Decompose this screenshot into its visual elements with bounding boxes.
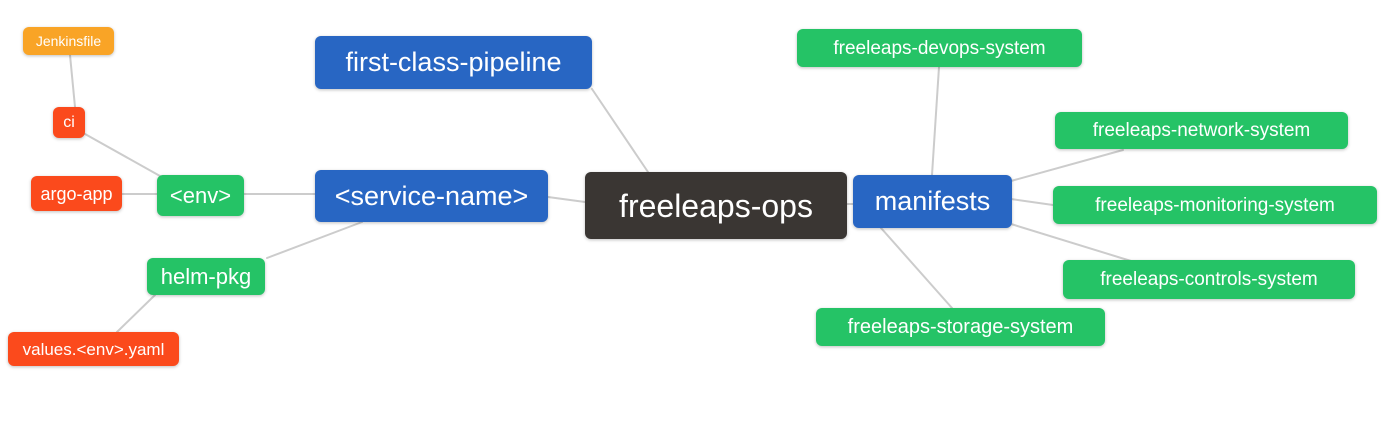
edge-manifests-freeleaps-devops-system: [931, 66, 940, 176]
node-ci[interactable]: ci: [53, 107, 85, 138]
node-freeleaps-monitoring-system[interactable]: freeleaps-monitoring-system: [1053, 186, 1377, 224]
edge-manifests-freeleaps-network-system: [1010, 149, 1124, 182]
node-freeleaps-devops-system[interactable]: freeleaps-devops-system: [797, 29, 1082, 67]
edge-service-name-helm-pkg: [266, 221, 363, 259]
edge-helm-pkg-values-env-yaml: [116, 294, 156, 333]
node-env[interactable]: <env>: [157, 175, 244, 216]
node-freeleaps-network-system[interactable]: freeleaps-network-system: [1055, 112, 1348, 149]
node-freeleaps-controls-system[interactable]: freeleaps-controls-system: [1063, 260, 1355, 299]
node-first-class-pipeline[interactable]: first-class-pipeline: [315, 36, 592, 89]
node-service-name[interactable]: <service-name>: [315, 170, 548, 222]
edge-service-name-freeleaps-ops: [547, 196, 586, 203]
node-freeleaps-ops[interactable]: freeleaps-ops: [585, 172, 847, 239]
node-values-env-yaml[interactable]: values.<env>.yaml: [8, 332, 179, 366]
node-manifests[interactable]: manifests: [853, 175, 1012, 228]
edge-ci-env: [84, 133, 161, 177]
node-jenkinsfile[interactable]: Jenkinsfile: [23, 27, 114, 55]
edge-jenkinsfile-ci: [69, 54, 76, 108]
node-argo-app[interactable]: argo-app: [31, 176, 122, 211]
edge-manifests-freeleaps-storage-system: [880, 227, 953, 309]
edge-manifests-freeleaps-monitoring-system: [1010, 198, 1054, 206]
node-freeleaps-storage-system[interactable]: freeleaps-storage-system: [816, 308, 1105, 346]
edge-first-class-pipeline-freeleaps-ops: [591, 88, 649, 173]
node-helm-pkg[interactable]: helm-pkg: [147, 258, 265, 295]
edge-manifests-freeleaps-controls-system: [1010, 223, 1132, 262]
